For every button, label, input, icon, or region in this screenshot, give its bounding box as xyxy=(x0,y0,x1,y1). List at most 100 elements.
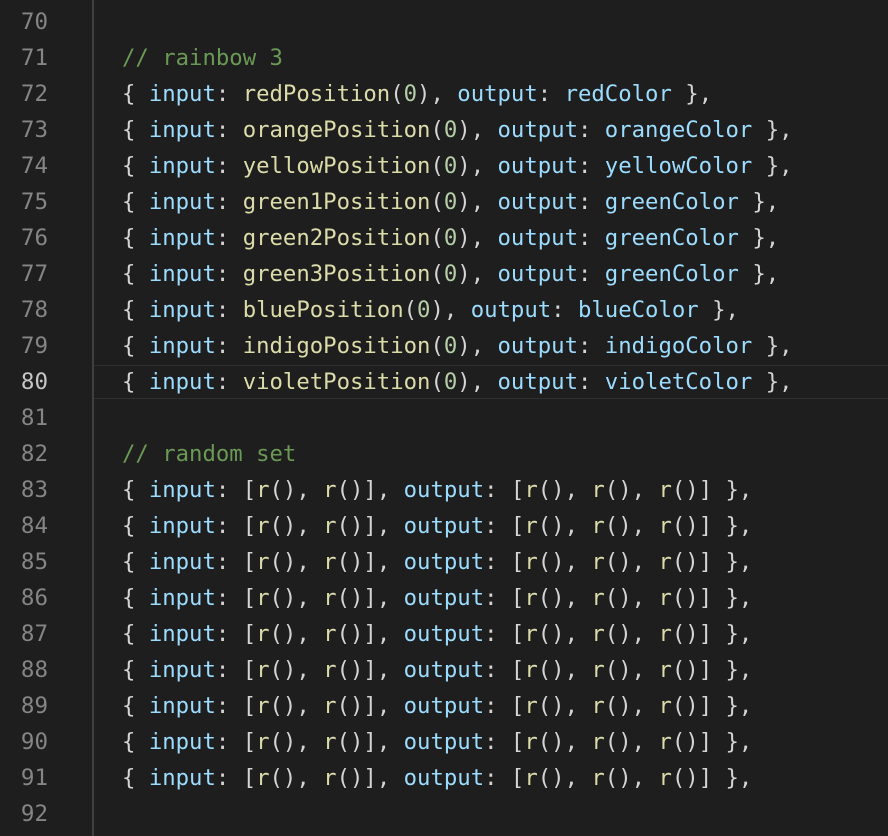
code-token: : [ xyxy=(484,549,525,575)
code-token: r xyxy=(658,729,672,755)
code-token: violetColor xyxy=(604,369,753,395)
code-token: : [ xyxy=(484,585,525,611)
code-line[interactable]: 73{ input: orangePosition(0), output: or… xyxy=(0,112,888,148)
code-token: r xyxy=(256,693,270,719)
code-text[interactable]: { input: [r(), r()], output: [r(), r(), … xyxy=(122,616,752,652)
code-token: (), xyxy=(269,585,324,611)
code-token: ), xyxy=(457,369,498,395)
code-line[interactable]: 81 xyxy=(0,400,888,436)
code-token: }, xyxy=(698,297,739,323)
code-text[interactable]: { input: green1Position(0), output: gree… xyxy=(122,184,779,220)
code-text[interactable]: { input: green3Position(0), output: gree… xyxy=(122,256,779,292)
code-token: r xyxy=(658,477,672,503)
indent-guide xyxy=(92,0,94,836)
code-token: r xyxy=(658,585,672,611)
code-token: ( xyxy=(430,153,444,179)
code-line[interactable]: 83{ input: [r(), r()], output: [r(), r()… xyxy=(0,472,888,508)
code-token: input xyxy=(148,261,216,287)
code-token: r xyxy=(256,513,270,539)
code-text[interactable]: { input: [r(), r()], output: [r(), r(), … xyxy=(122,508,752,544)
code-token: r xyxy=(256,585,270,611)
code-line[interactable]: 88{ input: [r(), r()], output: [r(), r()… xyxy=(0,652,888,688)
code-token: 0 xyxy=(443,225,458,251)
code-text[interactable]: // rainbow 3 xyxy=(122,40,283,76)
code-text[interactable]: { input: [r(), r()], output: [r(), r(), … xyxy=(122,652,752,688)
code-token: r xyxy=(323,621,337,647)
code-line[interactable]: 70 xyxy=(0,4,888,40)
code-token: r xyxy=(524,585,538,611)
code-token: ()] }, xyxy=(671,693,753,719)
code-token: : xyxy=(577,153,605,179)
code-line[interactable]: 75{ input: green1Position(0), output: gr… xyxy=(0,184,888,220)
code-line[interactable]: 91{ input: [r(), r()], output: [r(), r()… xyxy=(0,760,888,796)
code-token: { xyxy=(122,693,149,719)
code-line[interactable]: 92 xyxy=(0,796,888,832)
code-token: input xyxy=(148,225,216,251)
code-text[interactable]: { input: green2Position(0), output: gree… xyxy=(122,220,779,256)
code-token: (), xyxy=(537,765,592,791)
line-number-gutter[interactable] xyxy=(0,0,92,836)
code-token: output xyxy=(403,693,485,719)
code-text[interactable]: { input: orangePosition(0), output: oran… xyxy=(122,112,793,148)
code-token: r xyxy=(524,657,538,683)
code-text[interactable]: { input: [r(), r()], output: [r(), r(), … xyxy=(122,760,752,796)
code-line[interactable]: 86{ input: [r(), r()], output: [r(), r()… xyxy=(0,580,888,616)
code-token: ), xyxy=(457,189,498,215)
code-token: 0 xyxy=(443,261,458,287)
code-token: output xyxy=(403,549,485,575)
code-token: { xyxy=(122,333,149,359)
code-line[interactable]: 80{ input: violetPosition(0), output: vi… xyxy=(0,364,888,400)
code-text[interactable]: { input: [r(), r()], output: [r(), r(), … xyxy=(122,724,752,760)
code-text[interactable]: { input: [r(), r()], output: [r(), r(), … xyxy=(122,688,752,724)
code-token: r xyxy=(591,549,605,575)
code-line[interactable]: 74{ input: yellowPosition(0), output: ye… xyxy=(0,148,888,184)
code-token: { xyxy=(122,729,149,755)
code-text[interactable]: { input: bluePosition(0), output: blueCo… xyxy=(122,292,739,328)
code-token: : xyxy=(577,261,605,287)
code-token: ), xyxy=(457,261,498,287)
code-line[interactable]: 77{ input: green3Position(0), output: gr… xyxy=(0,256,888,292)
code-token: (), xyxy=(269,621,324,647)
code-token: (), xyxy=(537,585,592,611)
code-token: output xyxy=(497,189,578,215)
code-line[interactable]: 78{ input: bluePosition(0), output: blue… xyxy=(0,292,888,328)
code-token: ), xyxy=(457,333,498,359)
code-token: : [ xyxy=(484,477,525,503)
code-text[interactable]: { input: [r(), r()], output: [r(), r(), … xyxy=(122,580,752,616)
code-token: r xyxy=(524,621,538,647)
code-line[interactable]: 84{ input: [r(), r()], output: [r(), r()… xyxy=(0,508,888,544)
code-text[interactable]: { input: violetPosition(0), output: viol… xyxy=(122,364,793,400)
code-text[interactable]: { input: [r(), r()], output: [r(), r(), … xyxy=(122,544,752,580)
code-token: input xyxy=(148,549,216,575)
code-token: ), xyxy=(457,153,498,179)
code-token: input xyxy=(148,657,216,683)
code-text[interactable]: // random set xyxy=(122,436,296,472)
code-line[interactable]: 90{ input: [r(), r()], output: [r(), r()… xyxy=(0,724,888,760)
code-line[interactable]: 85{ input: [r(), r()], output: [r(), r()… xyxy=(0,544,888,580)
code-line[interactable]: 82// random set xyxy=(0,436,888,472)
code-token: : xyxy=(215,369,243,395)
line-number: 70 xyxy=(20,9,48,35)
code-token: : xyxy=(215,261,243,287)
code-line[interactable]: 89{ input: [r(), r()], output: [r(), r()… xyxy=(0,688,888,724)
code-token: : xyxy=(215,189,243,215)
code-text[interactable]: { input: [r(), r()], output: [r(), r(), … xyxy=(122,472,752,508)
code-token: (), xyxy=(604,693,659,719)
code-line[interactable]: 76{ input: green2Position(0), output: gr… xyxy=(0,220,888,256)
code-token: ()] }, xyxy=(671,657,753,683)
code-line[interactable]: 87{ input: [r(), r()], output: [r(), r()… xyxy=(0,616,888,652)
code-text[interactable]: { input: yellowPosition(0), output: yell… xyxy=(122,148,793,184)
code-line[interactable]: 72{ input: redPosition(0), output: redCo… xyxy=(0,76,888,112)
code-line[interactable]: 71// rainbow 3 xyxy=(0,40,888,76)
code-token: r xyxy=(658,657,672,683)
code-text[interactable]: { input: redPosition(0), output: redColo… xyxy=(122,76,712,112)
code-token: ()], xyxy=(336,657,404,683)
code-text[interactable]: { input: indigoPosition(0), output: indi… xyxy=(122,328,793,364)
code-token: output xyxy=(403,585,485,611)
code-line[interactable]: 79{ input: indigoPosition(0), output: in… xyxy=(0,328,888,364)
code-token: { xyxy=(122,477,149,503)
code-token: : xyxy=(577,117,605,143)
code-token: violetPosition xyxy=(242,369,431,395)
code-token: r xyxy=(658,621,672,647)
